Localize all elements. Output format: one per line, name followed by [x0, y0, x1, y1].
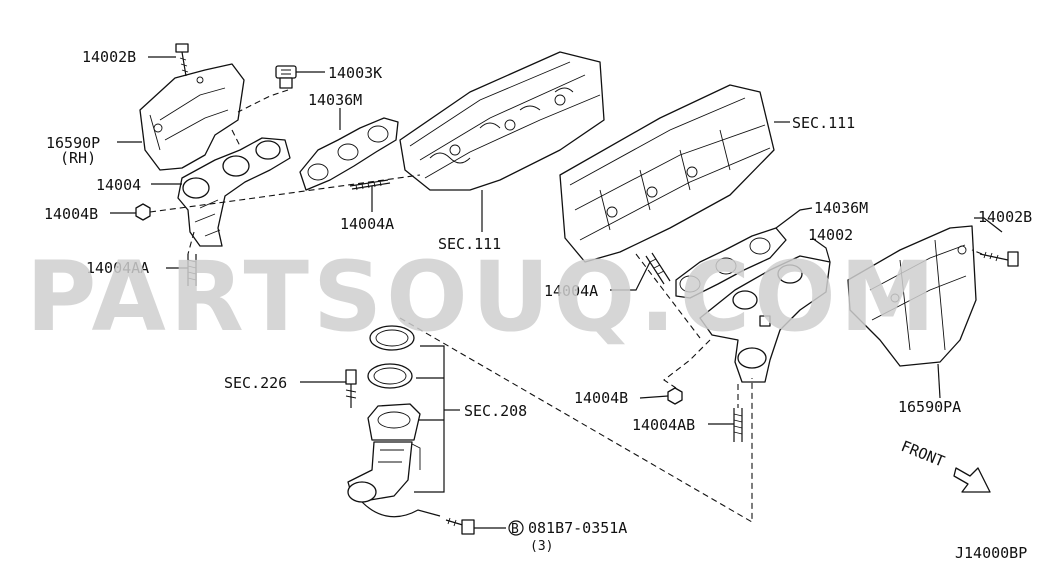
label-bolt-qty: (3): [530, 539, 553, 554]
label-sec226: SEC.226: [224, 374, 287, 392]
label-14004aa: 14004AA: [86, 259, 149, 277]
nut-14004b-right: [667, 387, 683, 405]
cylinder-head-right: [559, 84, 775, 263]
bolt-14002b-left: [175, 43, 189, 77]
gasket-14036m-left: [299, 117, 399, 191]
oxygen-sensor: [345, 369, 357, 408]
label-16590p-rh: (RH): [60, 149, 96, 167]
stud-14004a-right: [645, 252, 671, 285]
label-14003k: 14003K: [328, 64, 382, 82]
plug-14003k: [275, 65, 297, 89]
leader-lines: [110, 56, 1003, 529]
label-14002b-right: 14002B: [978, 208, 1032, 226]
bolt-circle-marker: [508, 520, 524, 536]
label-sec111-right: SEC.111: [792, 114, 855, 132]
front-pipe-assembly: [347, 325, 441, 518]
label-bolt-code: 081B7-0351A: [528, 519, 627, 537]
label-16590p: 16590P: [46, 134, 100, 152]
cylinder-head-center: [399, 51, 605, 191]
label-front: FRONT: [899, 437, 948, 471]
label-14036m-left: 14036M: [308, 91, 362, 109]
label-14002: 14002: [808, 226, 853, 244]
heat-shield-lh: [847, 225, 977, 367]
manifold-14002: [699, 255, 831, 383]
label-14002b-left: 14002B: [82, 48, 136, 66]
bolt-14002b-right: [979, 251, 1019, 267]
label-14004a-left: 14004A: [340, 215, 394, 233]
stud-14004a-left: [349, 179, 391, 191]
stud-14004ab: [733, 408, 743, 442]
label-bolt-circle: B: [511, 522, 519, 537]
manifold-14004: [177, 137, 291, 247]
watermark-text: PARTSOUQ.COM: [26, 241, 939, 353]
label-14004b-left: 14004B: [44, 205, 98, 223]
alignment-dashes: [149, 89, 983, 523]
gasket-14036m-right: [675, 227, 787, 299]
label-14004a-right: 14004A: [544, 282, 598, 300]
heat-shield-rh: [139, 63, 245, 171]
front-arrow: [953, 467, 991, 493]
label-14036m-right: 14036M: [814, 199, 868, 217]
label-diagram-code: J14000BP: [955, 544, 1027, 562]
label-sec111-center: SEC.111: [438, 235, 501, 253]
bolt-081b7: [445, 517, 475, 535]
label-sec208: SEC.208: [464, 402, 527, 420]
label-16590pa: 16590PA: [898, 398, 961, 416]
stud-14004aa: [187, 254, 197, 286]
label-14004b-right: 14004B: [574, 389, 628, 407]
nut-14004b-left: [135, 203, 151, 221]
label-14004: 14004: [96, 176, 141, 194]
label-14004ab: 14004AB: [632, 416, 695, 434]
